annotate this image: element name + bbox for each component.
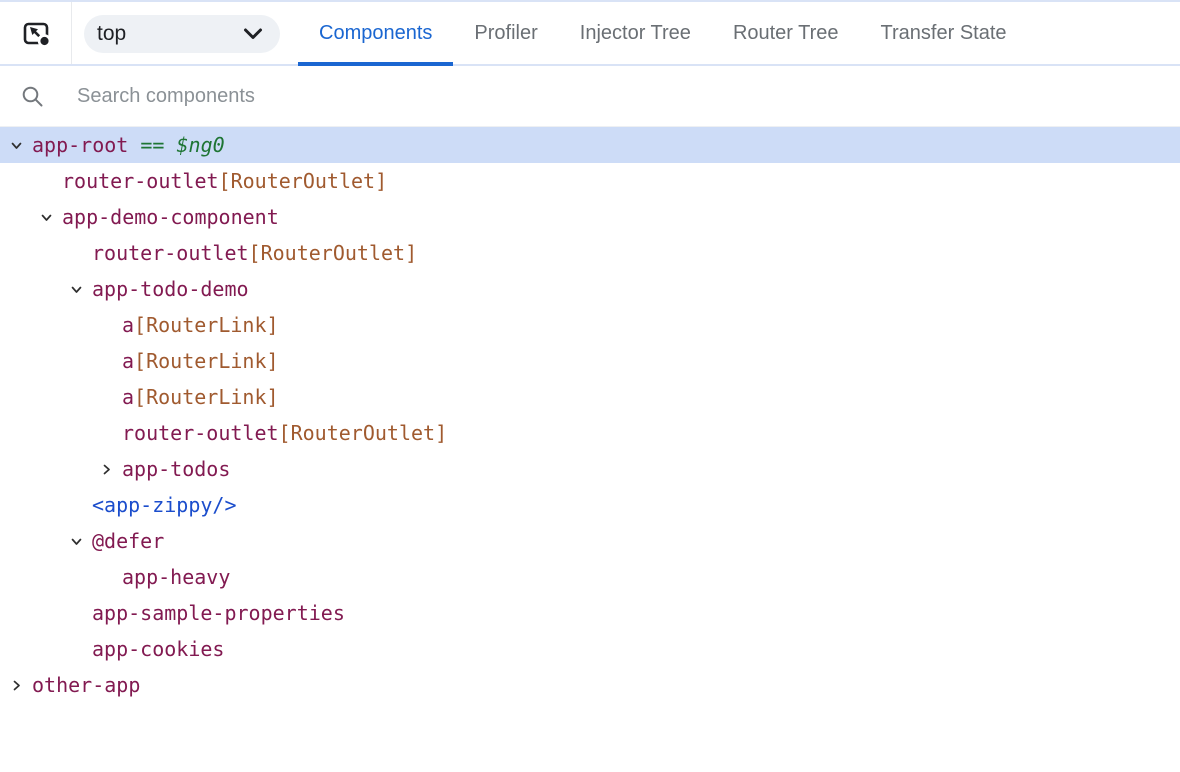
tab-transfer-state[interactable]: Transfer State: [860, 2, 1028, 64]
node-label-ref: $ng0: [176, 133, 225, 157]
tree-node-app-heavy[interactable]: app-heavy: [0, 559, 1180, 595]
node-label-element: app-cookies: [92, 637, 225, 661]
tab-label: Components: [319, 21, 433, 44]
node-label-element: a: [122, 313, 135, 337]
tree-node-app-todos[interactable]: app-todos: [0, 451, 1180, 487]
node-label-element: app-todos: [122, 457, 231, 481]
chevron-down-icon[interactable]: [70, 283, 92, 296]
node-label-element: router-outlet: [122, 421, 279, 445]
node-label-directive: [RouterLink]: [134, 385, 279, 409]
tree-node-app-sample-properties[interactable]: app-sample-properties: [0, 595, 1180, 631]
search-input[interactable]: [77, 84, 777, 108]
tree-node-app-cookies[interactable]: app-cookies: [0, 631, 1180, 667]
chevron-down-icon[interactable]: [40, 211, 62, 224]
tab-label: Transfer State: [880, 21, 1007, 44]
chevron-down-icon[interactable]: [70, 535, 92, 548]
node-label-directive: [RouterLink]: [134, 313, 279, 337]
tree-node-router-outlet[interactable]: router-outlet[RouterOutlet]: [0, 235, 1180, 271]
node-label-directive: [RouterLink]: [134, 349, 279, 373]
tree-node-defer[interactable]: @defer: [0, 523, 1180, 559]
node-label-directive: [RouterOutlet]: [218, 169, 388, 193]
tab-injector-tree[interactable]: Injector Tree: [559, 2, 712, 64]
tree-node-app-demo-component[interactable]: app-demo-component: [0, 199, 1180, 235]
tab-router-tree[interactable]: Router Tree: [712, 2, 860, 64]
top-bar: top Components Profiler Injector Tree Ro…: [0, 2, 1180, 66]
node-label-element: a: [122, 385, 135, 409]
node-label-directive: [RouterOutlet]: [248, 241, 418, 265]
tree-node-app-zippy[interactable]: <app-zippy/>: [0, 487, 1180, 523]
frame-selector-dropdown[interactable]: top: [84, 15, 280, 53]
tab-label: Injector Tree: [579, 21, 691, 44]
tree-node-app-root[interactable]: app-root == $ng0: [0, 127, 1180, 163]
node-label-zippy: <app-zippy/>: [92, 493, 237, 517]
frame-selector-value: top: [97, 22, 127, 45]
node-label-match: ==: [128, 133, 177, 157]
tree-node-router-outlet[interactable]: router-outlet[RouterOutlet]: [0, 415, 1180, 451]
node-label-element: app-demo-component: [62, 205, 279, 229]
search-bar: [0, 66, 1180, 127]
node-label-element: router-outlet: [62, 169, 219, 193]
chevron-right-icon[interactable]: [100, 463, 122, 476]
tree-node-router-outlet[interactable]: router-outlet[RouterOutlet]: [0, 163, 1180, 199]
tree-node-other-app[interactable]: other-app: [0, 667, 1180, 703]
tree-node-app-todo-demo[interactable]: app-todo-demo: [0, 271, 1180, 307]
tab-label: Router Tree: [732, 21, 839, 44]
node-label-element: router-outlet: [92, 241, 249, 265]
chevron-right-icon[interactable]: [10, 679, 32, 692]
tree-node-a[interactable]: a[RouterLink]: [0, 343, 1180, 379]
node-label-element: app-root: [32, 133, 129, 157]
tree-node-a[interactable]: a[RouterLink]: [0, 307, 1180, 343]
chevron-down-icon[interactable]: [10, 139, 32, 152]
inspect-element-button[interactable]: [0, 2, 72, 64]
chevron-down-icon: [243, 28, 263, 40]
node-label-element: app-todo-demo: [92, 277, 249, 301]
tab-label: Profiler: [474, 21, 538, 44]
node-label-element: other-app: [32, 673, 141, 697]
search-icon: [21, 85, 44, 108]
node-label-element: a: [122, 349, 135, 373]
node-label-directive: [RouterOutlet]: [278, 421, 448, 445]
node-label-element: @defer: [92, 529, 165, 553]
node-label-element: app-heavy: [122, 565, 231, 589]
tree-node-a[interactable]: a[RouterLink]: [0, 379, 1180, 415]
tab-bar: Components Profiler Injector Tree Router…: [298, 2, 1028, 66]
inspect-element-icon: [21, 18, 51, 48]
node-label-element: app-sample-properties: [92, 601, 345, 625]
tab-components[interactable]: Components: [298, 2, 454, 66]
tab-profiler[interactable]: Profiler: [453, 2, 558, 64]
